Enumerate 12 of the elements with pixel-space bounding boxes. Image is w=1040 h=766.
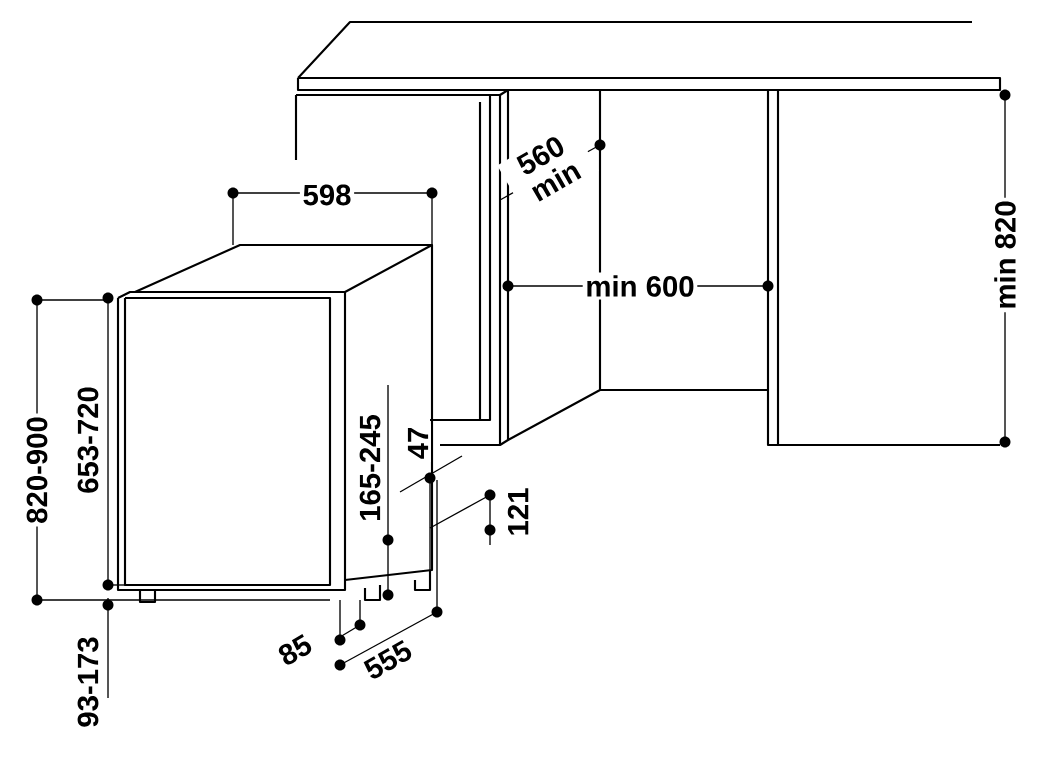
dimension-label: 560 min	[497, 122, 599, 214]
dimension-label: 93-173	[74, 633, 102, 731]
dimension-label: 47	[405, 424, 431, 462]
dimension-label: 121	[505, 484, 531, 540]
dimension-label: 820-900	[23, 413, 51, 527]
dimension-label: min 820	[991, 197, 1019, 313]
dimension-label: 85	[272, 629, 318, 671]
dimension-label: min 600	[582, 272, 698, 300]
dimension-label: 598	[299, 181, 355, 209]
dimension-label: 653-720	[74, 383, 102, 497]
dimension-label: 555	[358, 635, 418, 685]
dimension-label: 165-245	[356, 411, 384, 525]
